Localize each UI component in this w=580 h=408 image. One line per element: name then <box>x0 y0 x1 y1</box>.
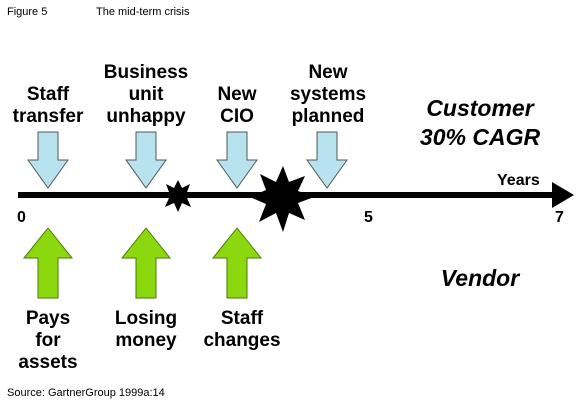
vendor-arrow-2 <box>120 227 172 299</box>
customer-event-label-2: Business unit unhappy <box>103 62 189 127</box>
source-note: Source: GartnerGroup 1999a:14 <box>7 387 165 399</box>
customer-arrow-4 <box>306 131 348 189</box>
vendor-label: Vendor <box>440 265 520 291</box>
customer-arrow-3 <box>216 131 258 189</box>
customer-event-label-4: New systems planned <box>289 62 367 127</box>
vendor-event-label-3: Staff changes <box>203 308 281 351</box>
customer-label: Customer 30% CAGR <box>419 95 541 150</box>
vendor-event-label-2: Losing money <box>114 308 178 351</box>
customer-event-label-3: New CIO <box>217 84 257 127</box>
tick-label-0: 0 <box>17 209 26 226</box>
vendor-arrow-3 <box>211 227 263 299</box>
axis-label-years: Years <box>497 172 540 189</box>
timeline-arrowhead <box>552 182 574 208</box>
customer-arrow-1 <box>27 131 69 189</box>
customer-event-label-1: Staff transfer <box>12 84 84 127</box>
customer-arrow-2 <box>125 131 167 189</box>
vendor-event-label-1: Pays for assets <box>18 308 78 373</box>
figure-label: Figure 5 <box>7 6 48 18</box>
small-crisis-burst <box>160 180 196 212</box>
large-crisis-burst <box>250 166 314 232</box>
tick-label-5: 5 <box>364 209 373 226</box>
vendor-arrow-1 <box>22 227 74 299</box>
tick-label-7: 7 <box>555 209 564 226</box>
figure-title: The mid-term crisis <box>96 6 190 18</box>
